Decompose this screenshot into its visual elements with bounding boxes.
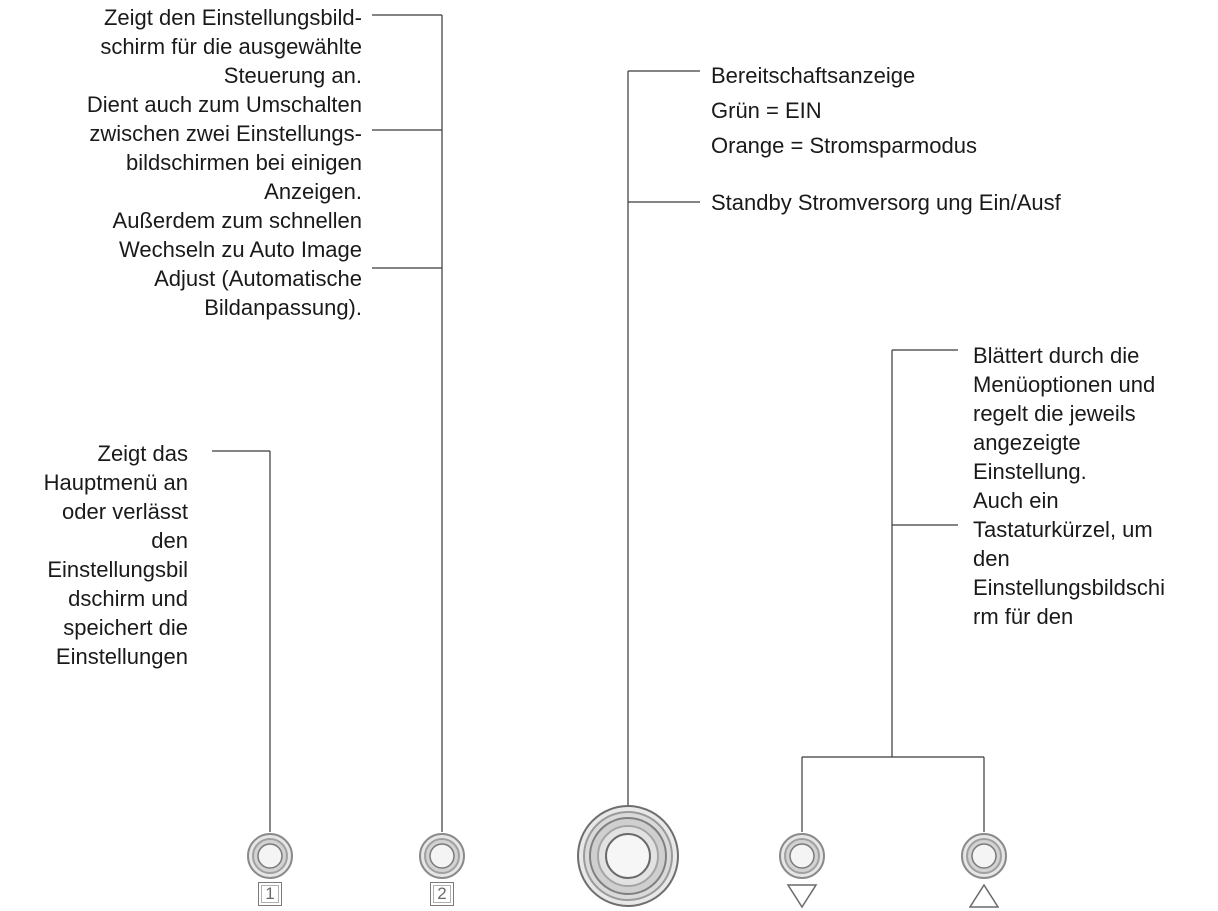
button-1-desc-line-5: Einstellungsbil [47, 557, 188, 582]
button-2-desc-line-9: Wechseln zu Auto Image [119, 237, 362, 262]
power-button[interactable] [576, 804, 680, 908]
down-button-icon [779, 833, 825, 879]
button-2-desc-line-5: zwischen zwei Einstellungs- [89, 121, 362, 146]
arrows-desc-line-1: Blättert durch die [973, 343, 1140, 368]
button-1-desc-line-4: den [151, 528, 188, 553]
menu-button-icon [247, 833, 293, 879]
button-2-desc-line-2: schirm für die ausgewählte [100, 34, 362, 59]
power-desc-line-3: Orange = Stromsparmodus [711, 133, 977, 158]
button-2-desc-line-10: Adjust (Automatische [154, 266, 362, 291]
button-1-desc-line-1: Zeigt das [97, 441, 189, 466]
button-2-desc-line-1: Zeigt den Einstellungsbild- [103, 5, 362, 30]
button-2-description: Zeigt den Einstellungsbild- schirm für d… [87, 3, 362, 322]
arrows-desc-line-3: regelt die jeweils [973, 401, 1136, 426]
button-1-description: Zeigt das Hauptmenü an oder verlässt den… [44, 439, 188, 671]
menu-button[interactable] [246, 832, 294, 880]
key-2-label: 2 [430, 882, 454, 906]
button-2[interactable] [418, 832, 466, 880]
arrows-desc-line-2: Menüoptionen und [973, 372, 1156, 397]
power-button-icon [577, 805, 679, 907]
button-1-desc-line-7: speichert die [63, 615, 188, 640]
button-2-desc-line-4: Dient auch zum Umschalten [86, 92, 362, 117]
down-button[interactable] [778, 832, 826, 880]
power-desc-line-1: Bereitschaftsanzeige [711, 63, 916, 88]
key-1-label: 1 [258, 882, 282, 906]
arrows-desc-line-7: Tastaturkürzel, um [973, 517, 1153, 542]
button-1-desc-line-8: Einstellungen [55, 644, 188, 669]
arrows-desc-line-8: den [973, 546, 1010, 571]
button-2-desc-line-7: Anzeigen. [264, 179, 362, 204]
button-1-desc-line-3: oder verlässt [62, 499, 188, 524]
button-2-desc-line-11: Bildanpassung). [204, 295, 362, 320]
button-2-desc-line-8: Außerdem zum schnellen [112, 208, 362, 233]
arrows-desc-line-9: Einstellungsbildschi [973, 575, 1165, 600]
power-indicator-description: Bereitschaftsanzeige Grün = EIN Orange =… [711, 58, 977, 163]
arrows-desc-line-6: Auch ein [973, 488, 1059, 513]
button-2-desc-line-3: Steuerung an. [223, 63, 362, 88]
up-arrow-symbol [968, 883, 1000, 908]
arrow-buttons-description: Blättert durch die Menüoptionen und rege… [973, 341, 1165, 631]
arrows-desc-line-4: angezeigte [973, 430, 1081, 455]
power-desc-line-2: Grün = EIN [711, 98, 822, 123]
button-1-desc-line-6: dschirm und [68, 586, 188, 611]
up-button-icon [961, 833, 1007, 879]
button-2-icon [419, 833, 465, 879]
up-button[interactable] [960, 832, 1008, 880]
button-2-desc-line-6: bildschirmen bei einigen [125, 150, 362, 175]
button-1-desc-line-2: Hauptmenü an [43, 470, 188, 495]
down-arrow-symbol [786, 884, 818, 909]
power-switch-description: Standby Stromversorg ung Ein/Ausf [711, 190, 1061, 215]
arrows-desc-line-5: Einstellung. [973, 459, 1087, 484]
arrows-desc-line-10: rm für den [973, 604, 1074, 629]
